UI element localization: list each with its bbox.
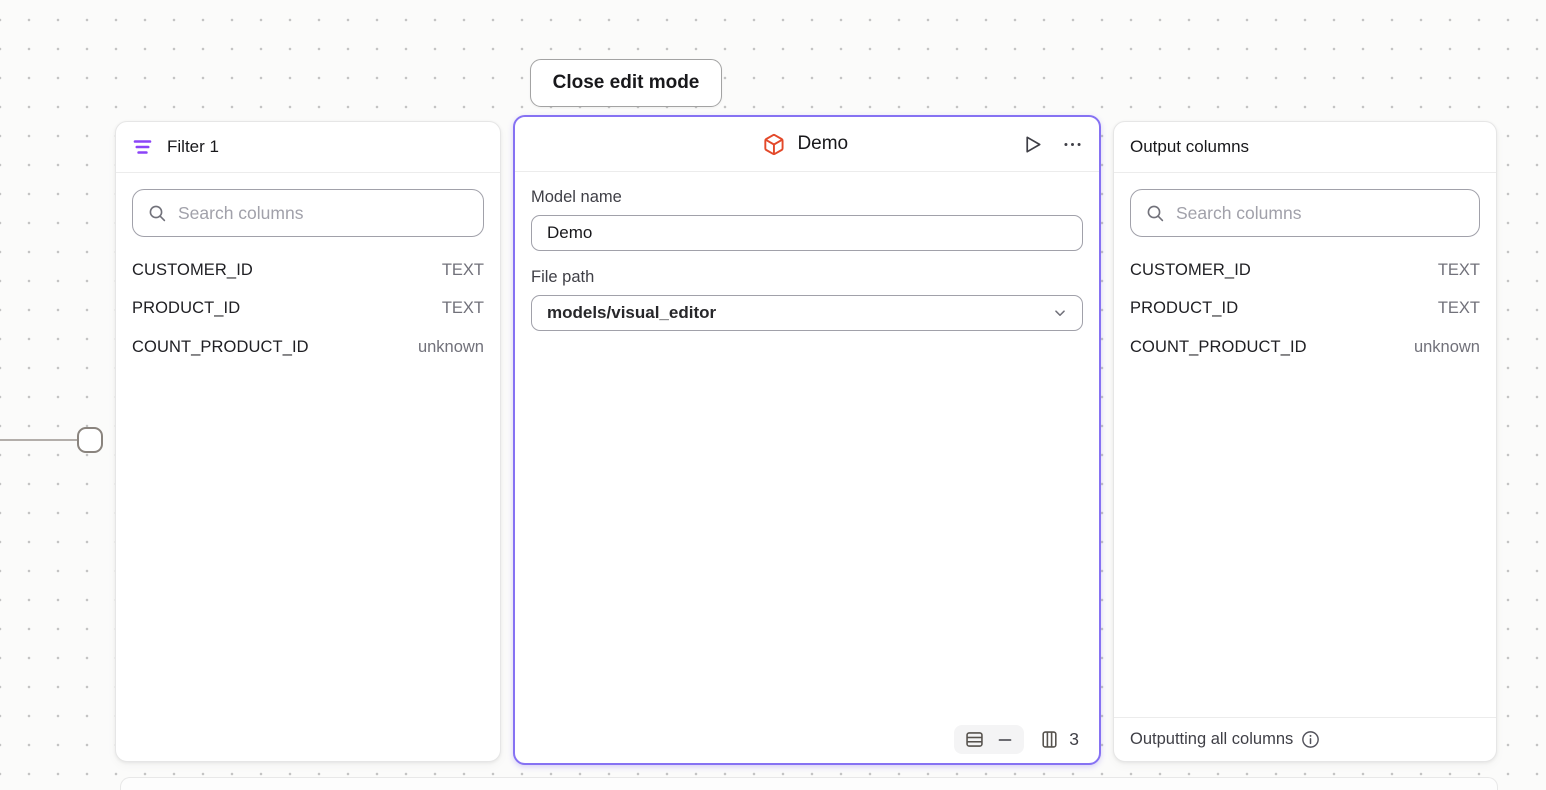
- column-row[interactable]: CUSTOMER_ID TEXT: [1130, 251, 1480, 290]
- output-search-box: [1130, 189, 1480, 237]
- column-name: PRODUCT_ID: [132, 299, 240, 318]
- bottom-node-panel[interactable]: [120, 777, 1498, 790]
- file-path-value: models/visual_editor: [547, 303, 716, 323]
- play-icon: [1021, 133, 1044, 156]
- outputting-all-columns-text: Outputting all columns: [1130, 730, 1293, 749]
- cube-icon: [762, 133, 785, 156]
- filter-node-panel[interactable]: Filter 1 CUSTOMER_ID TEXT PRODUCT_ID TEX…: [115, 121, 501, 762]
- filter-lines-icon: [132, 138, 153, 156]
- column-name: PRODUCT_ID: [1130, 299, 1238, 318]
- minus-icon[interactable]: [996, 731, 1014, 749]
- file-path-select[interactable]: models/visual_editor: [531, 295, 1083, 331]
- model-title-group: Demo: [762, 133, 848, 156]
- output-panel-footer: Outputting all columns: [1114, 717, 1496, 761]
- model-footer-toolbar: 3: [954, 725, 1079, 754]
- output-panel-title: Output columns: [1130, 137, 1249, 157]
- column-row[interactable]: COUNT_PRODUCT_ID unknown: [1130, 328, 1480, 367]
- filter-search-box: [132, 189, 484, 237]
- column-row[interactable]: PRODUCT_ID TEXT: [132, 290, 484, 329]
- chevron-down-icon: [1051, 304, 1069, 322]
- column-row[interactable]: PRODUCT_ID TEXT: [1130, 290, 1480, 329]
- column-count: 3: [1069, 729, 1079, 750]
- search-icon: [148, 204, 167, 223]
- model-panel-title: Demo: [797, 133, 848, 155]
- node-menu-button[interactable]: [1062, 134, 1083, 155]
- column-name: CUSTOMER_ID: [1130, 261, 1251, 280]
- output-columns-panel[interactable]: Output columns CUSTOMER_ID TEXT PRODUCT_…: [1113, 121, 1497, 762]
- column-type: TEXT: [442, 299, 484, 318]
- table-rows-icon: [964, 729, 985, 750]
- results-preview-toggle[interactable]: [954, 725, 1024, 754]
- column-count-group[interactable]: 3: [1039, 729, 1079, 750]
- model-name-input[interactable]: [531, 215, 1083, 251]
- info-icon[interactable]: [1300, 729, 1321, 750]
- filter-search-input[interactable]: [178, 203, 468, 224]
- table-columns-icon: [1039, 729, 1060, 750]
- close-edit-mode-button[interactable]: Close edit mode: [530, 59, 722, 107]
- column-name: COUNT_PRODUCT_ID: [1130, 338, 1307, 357]
- model-name-label: Model name: [531, 188, 1083, 207]
- column-type: TEXT: [442, 261, 484, 280]
- file-path-label: File path: [531, 268, 1083, 287]
- run-model-button[interactable]: [1021, 133, 1044, 156]
- column-type: TEXT: [1438, 261, 1480, 280]
- edge-connector-line: [0, 439, 78, 441]
- column-type: unknown: [1414, 338, 1480, 357]
- model-node-panel[interactable]: Demo Model name File path: [513, 115, 1101, 765]
- model-panel-header: Demo: [515, 117, 1099, 172]
- filter-panel-title: Filter 1: [167, 137, 219, 157]
- column-name: COUNT_PRODUCT_ID: [132, 338, 309, 357]
- ellipsis-icon: [1062, 134, 1083, 155]
- output-column-list: CUSTOMER_ID TEXT PRODUCT_ID TEXT COUNT_P…: [1130, 251, 1480, 367]
- edge-connector-handle[interactable]: [77, 427, 103, 453]
- column-row[interactable]: COUNT_PRODUCT_ID unknown: [132, 328, 484, 367]
- column-type: unknown: [418, 338, 484, 357]
- output-panel-header: Output columns: [1114, 122, 1496, 173]
- column-type: TEXT: [1438, 299, 1480, 318]
- output-search-input[interactable]: [1176, 203, 1464, 224]
- filter-panel-header: Filter 1: [116, 122, 500, 173]
- column-name: CUSTOMER_ID: [132, 261, 253, 280]
- filter-column-list: CUSTOMER_ID TEXT PRODUCT_ID TEXT COUNT_P…: [132, 251, 484, 367]
- column-row[interactable]: CUSTOMER_ID TEXT: [132, 251, 484, 290]
- search-icon: [1146, 204, 1165, 223]
